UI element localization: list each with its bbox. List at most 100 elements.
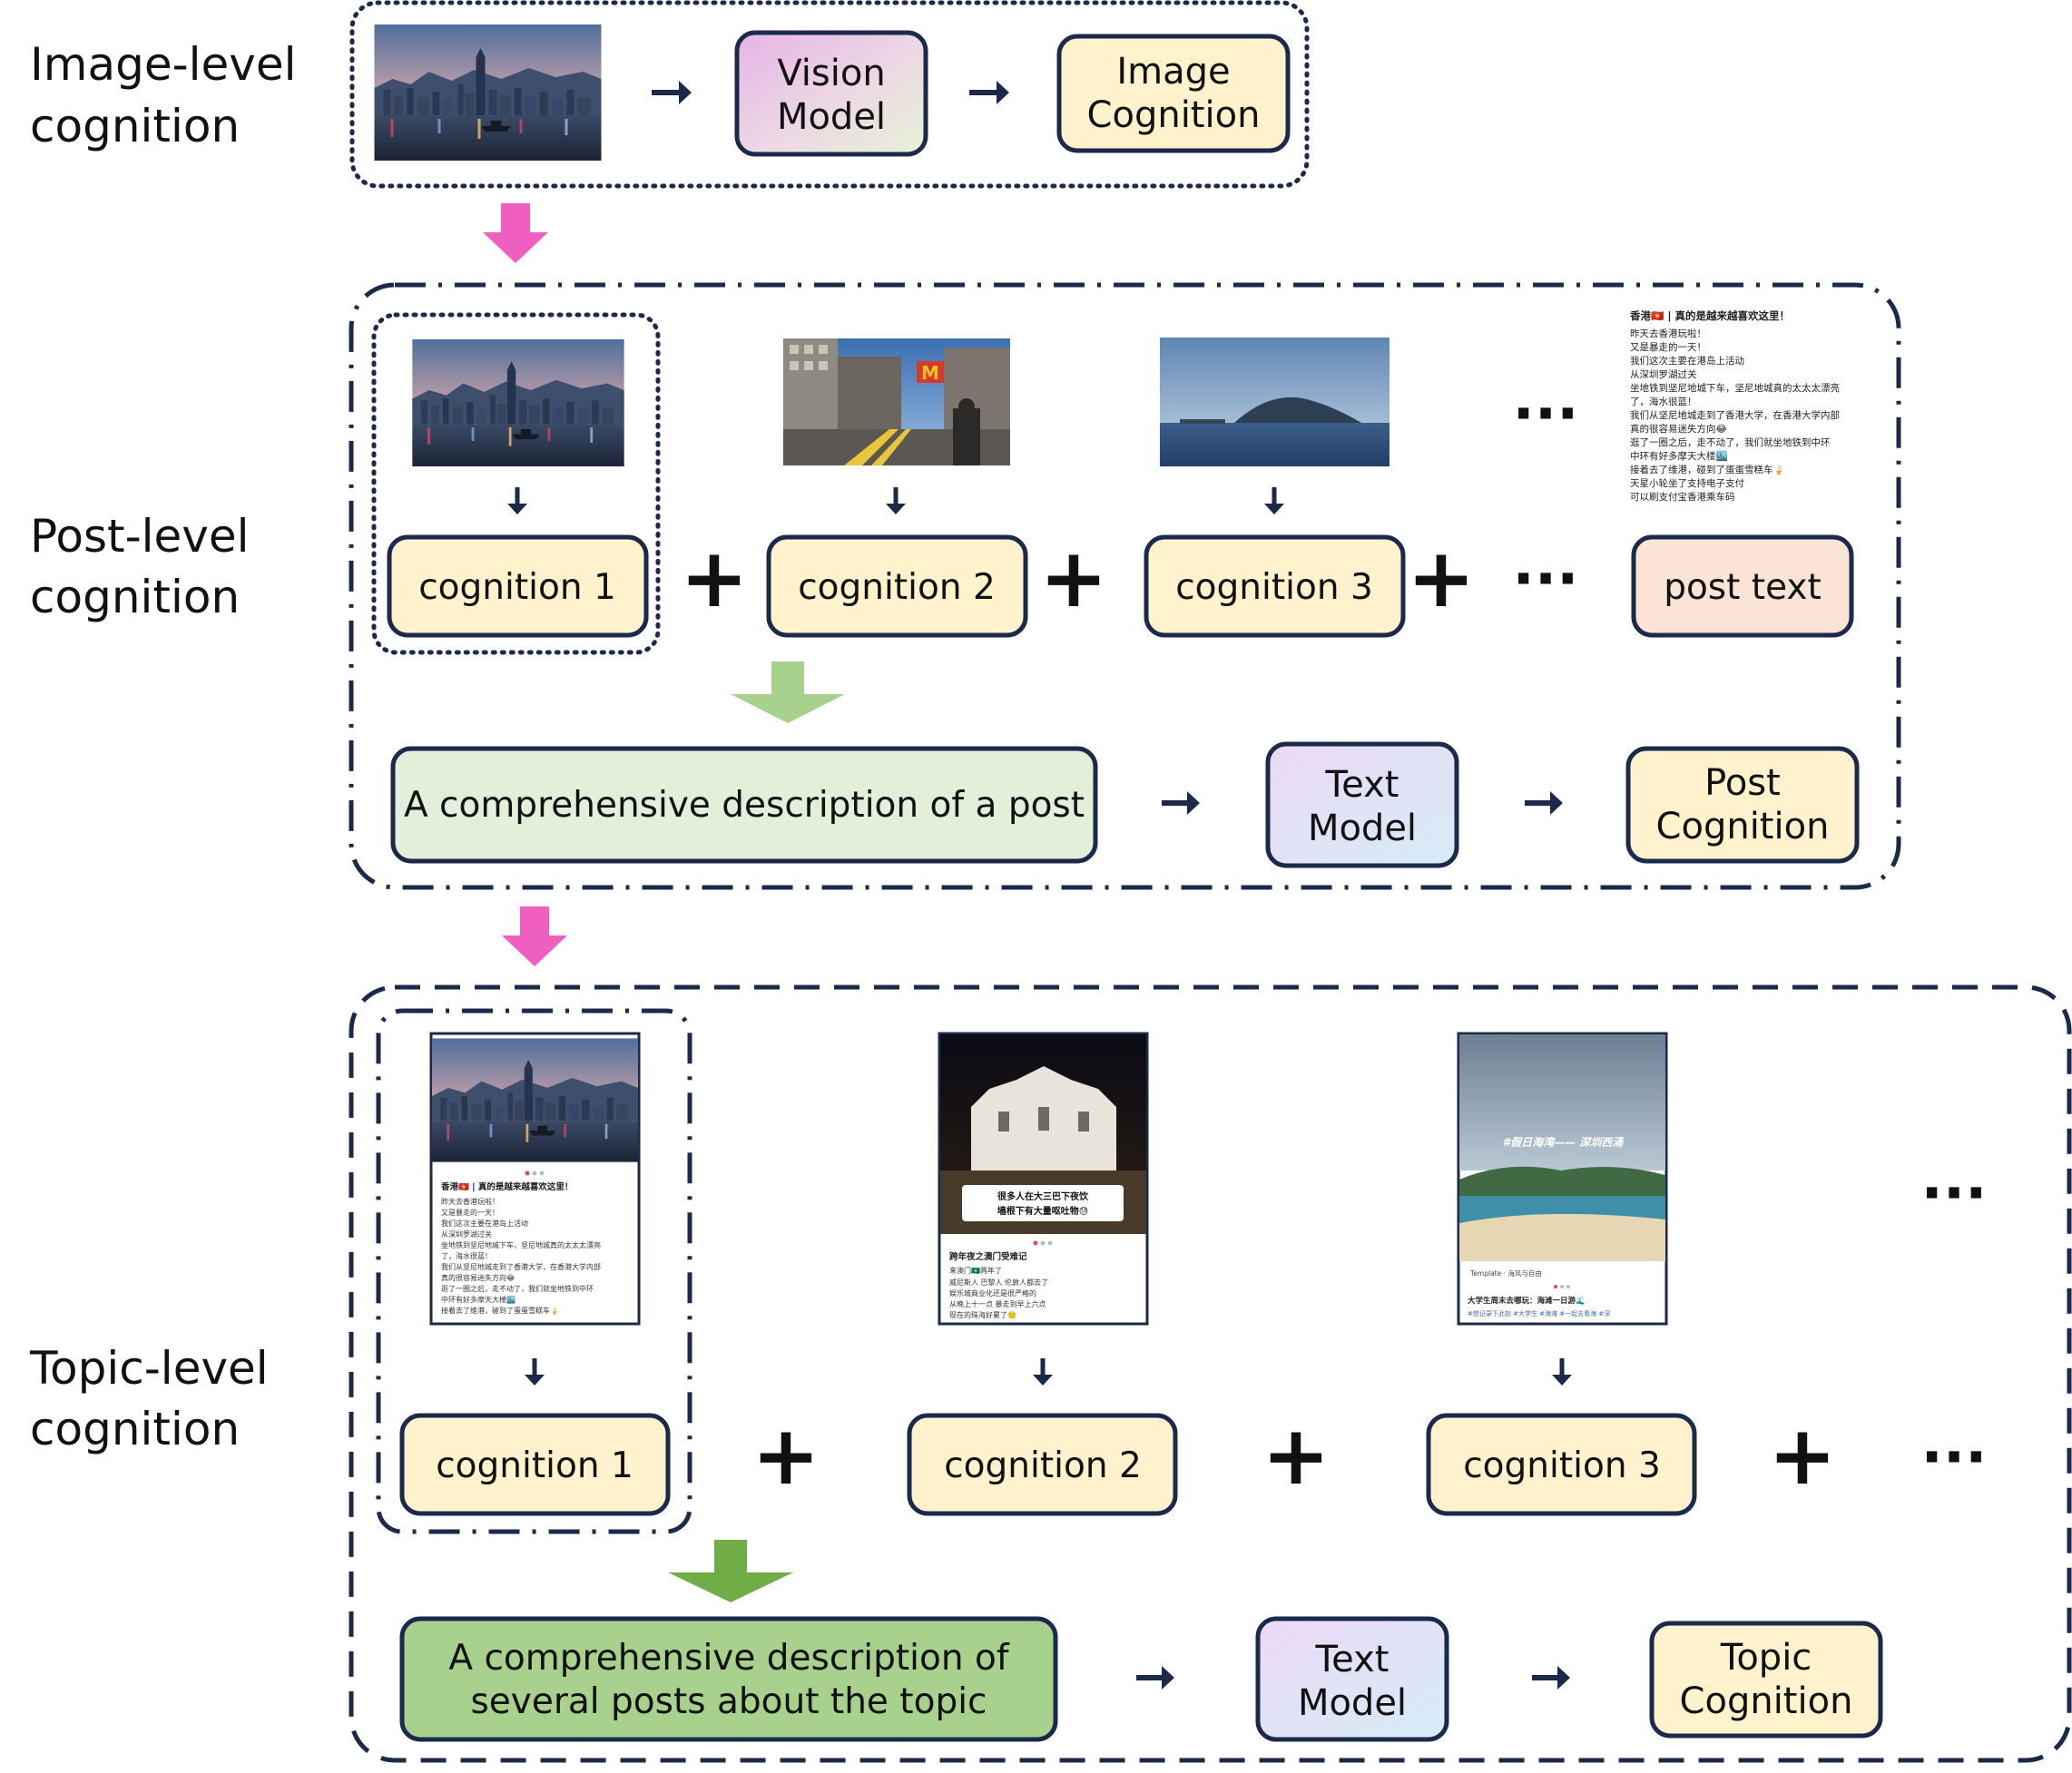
post-text-label: post text [1664,567,1822,608]
card3-template: Template · 海风与自由 [1469,1269,1542,1278]
post-photo-ellipsis: ··· [1513,381,1579,448]
topic-description-box [399,1616,1058,1742]
snippet-line: 我们从坚尼地城走到了香港大学，在香港大学内部 [1630,409,1840,421]
post-cognition1-subgroup [371,312,661,655]
card1-line: 又是暴走的一天！ [441,1208,499,1217]
topic-cognition-result-line2: Cognition [1680,1680,1853,1722]
card1-title: 香港🇭🇰 | 真的是越来越喜欢这里！ [440,1181,573,1192]
hong-kong-skyline-photo [374,24,602,161]
arrow-down-icon [525,1358,545,1386]
topic-cognition-2-label: cognition 2 [944,1445,1142,1486]
post-cognition-2-label: cognition 2 [798,567,996,608]
post-cognition-ellipsis: ··· [1513,546,1579,613]
arrow-right-icon [1532,1666,1570,1690]
arrow-right-icon [969,81,1009,104]
image-level-label-line1: Image-level [30,38,297,91]
snippet-line: 香港🇭🇰 | 真的是越来越喜欢这里！ [1629,309,1790,322]
snippet-line: 天星小轮坐了支持电子支付 [1630,477,1744,489]
topic-cognition-2-box [907,1413,1178,1516]
snippet-line: 昨天去香港玩啦！ [1630,328,1706,339]
post-photo-island [1160,338,1390,466]
arrow-right-icon [1136,1666,1174,1690]
plus-icon: + [1407,531,1475,626]
card2-line: 现在的珠海好累了🙂 [949,1310,1016,1319]
topic-post-card-1: 香港🇭🇰 | 真的是越来越喜欢这里！ 昨天去香港玩啦！ 又是暴走的一天！ 我们这… [429,1032,641,1326]
vision-model-line1: Vision [777,53,885,94]
topic-description-line2: several posts about the topic [470,1681,987,1722]
card2-line: 娱乐城商业化还是很严格的 [949,1288,1036,1298]
green-down-arrow [668,1540,793,1602]
plus-icon: + [1768,1408,1836,1504]
arrow-down-icon [1033,1358,1053,1386]
card2-overlay-line2: 墙根下有大量呕吐物😓 [997,1205,1088,1217]
arrow-down-icon [1264,487,1284,514]
green-down-arrow [731,661,845,723]
snippet-line: 真的很容易迷失方向😂 [1630,423,1727,435]
pink-down-arrow [502,906,567,966]
image-cognition-box [1056,34,1291,153]
card2-line: 从晚上十一点 暴走到早上六点 [949,1299,1046,1308]
arrow-right-icon [652,81,692,104]
post-cognition-result-box [1625,746,1860,864]
topic-post-card-3: #假日海湾—— 深圳西涌 Template · 海风与自由 大学生周末去哪玩：海… [1457,1032,1668,1326]
post-cognition-result-line1: Post [1704,762,1781,804]
arrow-down-icon [1552,1358,1572,1386]
snippet-line: 坐地铁到坚尼地城下车，坚尼地城真的太太太漂亮 [1630,382,1840,394]
card3-title: 大学生周末去哪玩：海滩一日游🌊 [1468,1296,1586,1306]
post-cognition-1-box [387,534,649,638]
post-photo-skyline [412,339,624,466]
post-text-model-line2: Model [1308,808,1417,849]
card1-line: 坐地铁到坚尼地城下车，坚尼地城真的太太太漂亮 [441,1240,601,1249]
post-text-snippet: 香港🇭🇰 | 真的是越来越喜欢这里！ 昨天去香港玩啦！ 又是暴走的一天！ 我们这… [1629,309,1840,503]
card1-line: 我们从坚尼地城走到了香港大学，在香港大学内部 [441,1262,601,1271]
vision-model-box [734,30,928,157]
card1-line: 昨天去香港玩啦！ [441,1197,499,1206]
post-cognition-3-label: cognition 3 [1175,567,1373,608]
topic-card-ellipsis: ··· [1921,1161,1988,1228]
snippet-line: 又是暴走的一天！ [1630,341,1706,353]
post-level-label-line1: Post-level [30,510,250,563]
snippet-line: 了，海水很蓝！ [1630,396,1697,407]
post-description-box [390,746,1098,864]
post-level-container [349,282,1901,890]
plus-icon: + [680,531,748,626]
post-text-box [1631,534,1854,638]
topic-cognition-result-line1: Topic [1720,1637,1812,1679]
vision-model-line2: Model [777,96,886,138]
card3-overlay: #假日海湾—— 深圳西涌 [1503,1136,1625,1149]
topic-description-line1: A comprehensive description of [448,1638,1009,1679]
topic-cognition-3-box [1426,1413,1697,1516]
card1-line: 中环有好多摩天大楼🏙️ [441,1295,516,1304]
svg-text:M: M [921,362,939,384]
snippet-line: 逛了一圈之后，走不动了，我们就坐地铁到中环 [1630,436,1831,448]
topic-text-model-box [1255,1616,1449,1742]
card2-overlay-line1: 很多人在大三巴下夜饮 [997,1190,1089,1202]
image-level-label-line2: cognition [30,100,240,152]
snippet-line: 中环有好多摩天大楼🏙️ [1630,450,1728,462]
topic-post-card-2: 很多人在大三巴下夜饮 墙根下有大量呕吐物😓 跨年夜之澳门受难记 来澳门🇲🇴两年了… [938,1032,1149,1326]
card2-line: 来澳门🇲🇴两年了 [949,1266,1002,1275]
post-cognition-3-box [1144,534,1406,638]
snippet-line: 接着去了维港，碰到了蛋蛋雪糕车🍦 [1630,464,1785,475]
post-description-label: A comprehensive description of a post [404,785,1085,826]
arrow-down-icon [507,487,527,514]
card1-line: 了，海水很蓝！ [441,1251,492,1260]
post-cognition-1-label: cognition 1 [418,567,616,608]
post-cognition-2-box [766,534,1028,638]
topic-cognition-ellipsis: ··· [1921,1425,1988,1492]
topic-cognition-3-label: cognition 3 [1463,1445,1661,1486]
plus-icon: + [1039,531,1107,626]
post-level-label-line2: cognition [30,571,240,623]
topic-level-label-line1: Topic-level [29,1342,269,1395]
post-photo-street: M [783,338,1010,465]
topic-level-container [349,984,2072,1763]
snippet-line: 我们这次主要在港岛上活动 [1630,355,1744,367]
card1-line: 真的很容易迷失方向😂 [441,1273,515,1282]
image-cognition-line1: Image [1116,51,1230,93]
topic-level-label-line2: cognition [30,1403,240,1455]
post-text-model-box [1265,741,1459,868]
post-cognition-result-line2: Cognition [1656,806,1830,847]
post-text-model-line1: Text [1325,764,1399,806]
snippet-line: 可以刷支付宝香港乘车码 [1630,491,1735,503]
card1-line: 我们这次主要在港岛上活动 [441,1219,528,1228]
